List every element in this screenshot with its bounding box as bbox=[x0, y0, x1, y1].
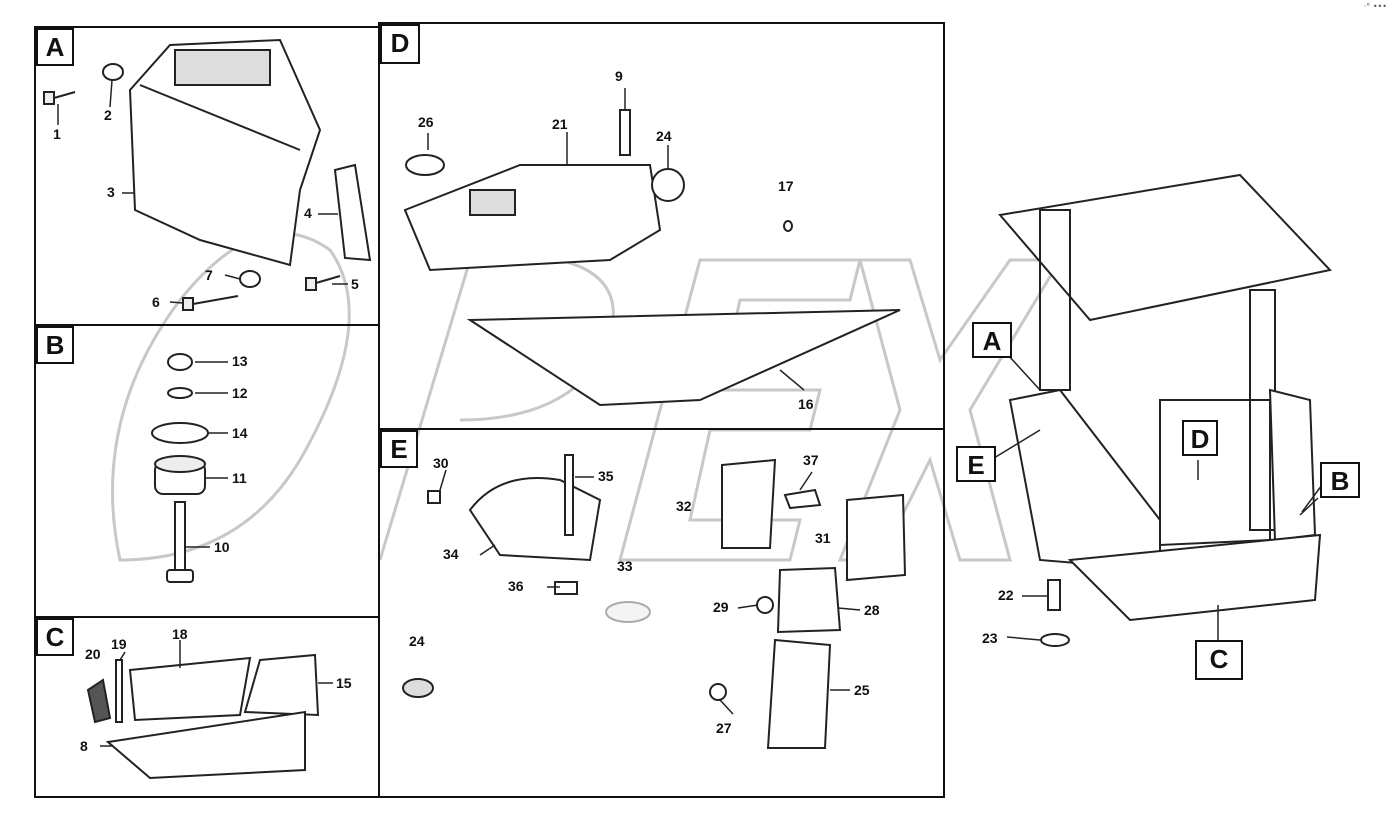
part-2-washer bbox=[102, 63, 124, 81]
machine-tag-c: C bbox=[1195, 640, 1243, 680]
panel-e bbox=[378, 428, 945, 798]
part-number: 3 bbox=[107, 184, 115, 200]
part-number: 7 bbox=[205, 267, 213, 283]
part-6-bolt bbox=[182, 295, 239, 311]
part-number: 35 bbox=[598, 468, 614, 484]
part-3-cover bbox=[128, 38, 322, 267]
part-number: 33 bbox=[617, 558, 633, 574]
machine-tag-a: A bbox=[972, 322, 1012, 358]
part-number: 32 bbox=[676, 498, 692, 514]
part-number: 8 bbox=[80, 738, 88, 754]
part-number: 20 bbox=[85, 646, 101, 662]
part-number: 2 bbox=[104, 107, 112, 123]
part-number: 15 bbox=[336, 675, 352, 691]
part-number: 10 bbox=[214, 539, 230, 555]
part-number: 18 bbox=[172, 626, 188, 642]
leader-lines bbox=[57, 79, 1323, 747]
part-5-bolt bbox=[305, 275, 341, 291]
opex-watermark bbox=[111, 231, 1063, 562]
panel-d-parts bbox=[403, 109, 901, 407]
panel-c-parts bbox=[86, 653, 320, 780]
section-tag-c: C bbox=[36, 618, 74, 656]
part-number: 24 bbox=[409, 633, 425, 649]
part-number: 6 bbox=[152, 294, 160, 310]
machine-tag-d: D bbox=[1182, 420, 1218, 456]
part-number: 9 bbox=[615, 68, 623, 84]
section-tag-b: B bbox=[36, 326, 74, 364]
part-number: 4 bbox=[304, 205, 312, 221]
part-number: 12 bbox=[232, 385, 248, 401]
part-number: 14 bbox=[232, 425, 248, 441]
part-1-bolt bbox=[43, 91, 76, 105]
part-number: 23 bbox=[982, 630, 998, 646]
part-number: 19 bbox=[111, 636, 127, 652]
part-number: 13 bbox=[232, 353, 248, 369]
panel-b bbox=[34, 324, 380, 618]
part-number: 37 bbox=[803, 452, 819, 468]
machine-tag-e: E bbox=[956, 446, 996, 482]
part-number: 22 bbox=[998, 587, 1014, 603]
part-number: 28 bbox=[864, 602, 880, 618]
part-number: 11 bbox=[232, 470, 247, 486]
mount-stack bbox=[151, 353, 209, 583]
part-number: 17 bbox=[778, 178, 794, 194]
panel-d bbox=[378, 22, 945, 430]
part-number: 34 bbox=[443, 546, 459, 562]
machine-cab bbox=[998, 173, 1332, 647]
part-number: 24 bbox=[656, 128, 672, 144]
part-number: 1 bbox=[53, 126, 61, 142]
section-tag-d: D bbox=[380, 24, 420, 64]
section-tag-a: A bbox=[36, 28, 74, 66]
part-number: 26 bbox=[418, 114, 434, 130]
part-number: 30 bbox=[433, 455, 449, 471]
part-number: 31 bbox=[815, 530, 831, 546]
panel-e-parts bbox=[402, 454, 907, 749]
part-number: 36 bbox=[508, 578, 524, 594]
part-number: 21 bbox=[552, 116, 568, 132]
part-number: 5 bbox=[351, 276, 359, 292]
part-number: 25 bbox=[854, 682, 870, 698]
part-number: 29 bbox=[713, 599, 729, 615]
part-4-bracket bbox=[333, 163, 372, 262]
part-number: 16 bbox=[798, 396, 814, 412]
panel-c bbox=[34, 616, 380, 798]
machine-tag-b: B bbox=[1320, 462, 1360, 498]
corner-mark: ·° ••• bbox=[1363, 2, 1387, 11]
section-tag-e: E bbox=[380, 430, 418, 468]
part-number: 27 bbox=[716, 720, 732, 736]
